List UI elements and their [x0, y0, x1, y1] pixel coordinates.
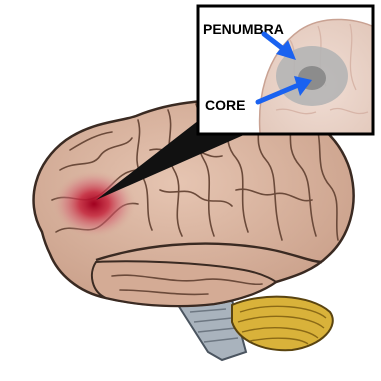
label-penumbra: PENUMBRA	[203, 21, 284, 37]
inset-panel: PENUMBRA CORE	[198, 6, 380, 150]
cerebellum	[232, 297, 333, 351]
label-core: CORE	[205, 97, 245, 113]
